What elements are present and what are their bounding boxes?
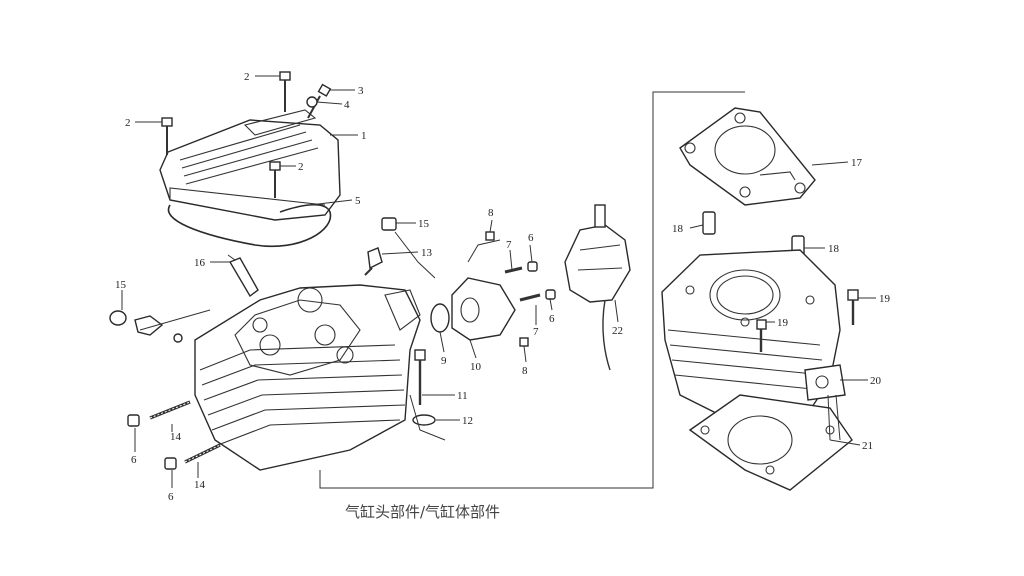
label-15-left: 15 xyxy=(115,279,127,291)
label-8-lower: 8 xyxy=(522,365,528,377)
label-6-carb-lower: 6 xyxy=(549,313,555,325)
callout-labels: 2 2 2 3 4 1 5 15 13 16 15 14 6 14 6 11 1… xyxy=(115,71,891,503)
head-gasket xyxy=(679,107,816,206)
label-10: 10 xyxy=(470,361,482,373)
cover-bolt-left xyxy=(161,117,173,155)
dowel-18-left xyxy=(702,211,716,235)
label-2-top: 2 xyxy=(244,71,250,83)
bolt-8-lower xyxy=(519,337,529,347)
manifold-leader xyxy=(467,239,501,263)
label-14-upper: 14 xyxy=(170,431,182,443)
label-19-front: 19 xyxy=(777,317,789,329)
carburetor xyxy=(564,204,631,371)
bolt-19-front xyxy=(756,319,767,352)
valve-cover xyxy=(159,109,341,221)
cylinder-head xyxy=(194,284,421,471)
label-6-carb-upper: 6 xyxy=(528,232,534,244)
label-19-right: 19 xyxy=(879,293,891,305)
intake-manifold xyxy=(451,277,516,341)
label-11: 11 xyxy=(457,390,468,402)
stud-7-lower xyxy=(519,293,541,302)
label-6-left-upper: 6 xyxy=(131,454,137,466)
label-17: 17 xyxy=(851,157,863,169)
bolt-8-upper xyxy=(485,231,495,241)
label-2-left: 2 xyxy=(125,117,131,129)
nut-6-left-upper xyxy=(127,414,140,427)
label-6-left-lower: 6 xyxy=(168,491,174,503)
label-13: 13 xyxy=(421,247,433,259)
cover-bolt-top xyxy=(279,71,291,112)
bolt-19-right xyxy=(847,289,859,325)
stud-14-upper xyxy=(149,400,191,420)
washer-4 xyxy=(306,96,318,108)
label-3: 3 xyxy=(358,85,364,97)
nut-6-carb-upper xyxy=(527,261,538,272)
label-8-upper: 8 xyxy=(488,207,494,219)
label-18-right: 18 xyxy=(828,243,840,255)
group-bracket-line xyxy=(319,91,745,489)
nut-6-left-lower xyxy=(164,457,177,470)
label-20: 20 xyxy=(870,375,882,387)
leader-lines xyxy=(121,75,876,488)
nut-15-left xyxy=(109,310,127,326)
label-21: 21 xyxy=(862,440,873,452)
stud-14-lower xyxy=(184,443,221,464)
nut-15-top xyxy=(381,217,397,231)
long-bolt-11 xyxy=(414,349,426,405)
base-gasket xyxy=(688,394,853,491)
diagram-caption: 气缸头部件/气缸体部件 xyxy=(345,503,500,521)
stud-7-upper xyxy=(504,266,523,274)
label-7-upper: 7 xyxy=(506,239,512,251)
label-16: 16 xyxy=(194,257,206,269)
small-oring xyxy=(173,333,183,343)
label-2-right: 2 xyxy=(298,161,304,173)
label-14-lower: 14 xyxy=(194,479,206,491)
valve-cover-gasket xyxy=(167,204,332,248)
label-1: 1 xyxy=(361,130,367,142)
label-18-left: 18 xyxy=(672,223,684,235)
label-12: 12 xyxy=(462,415,473,427)
label-4: 4 xyxy=(344,99,350,111)
washer-12 xyxy=(412,414,436,426)
cylinder-block xyxy=(661,249,846,416)
label-22: 22 xyxy=(612,325,623,337)
spark-plug xyxy=(227,254,259,298)
label-15-top: 15 xyxy=(418,218,430,230)
label-9: 9 xyxy=(441,355,447,367)
side-fitting xyxy=(134,315,164,336)
label-7-lower: 7 xyxy=(533,326,539,338)
oring-9 xyxy=(430,303,450,333)
nut-6-carb-lower xyxy=(545,289,556,300)
label-5: 5 xyxy=(355,195,361,207)
stud-13 xyxy=(364,247,383,276)
